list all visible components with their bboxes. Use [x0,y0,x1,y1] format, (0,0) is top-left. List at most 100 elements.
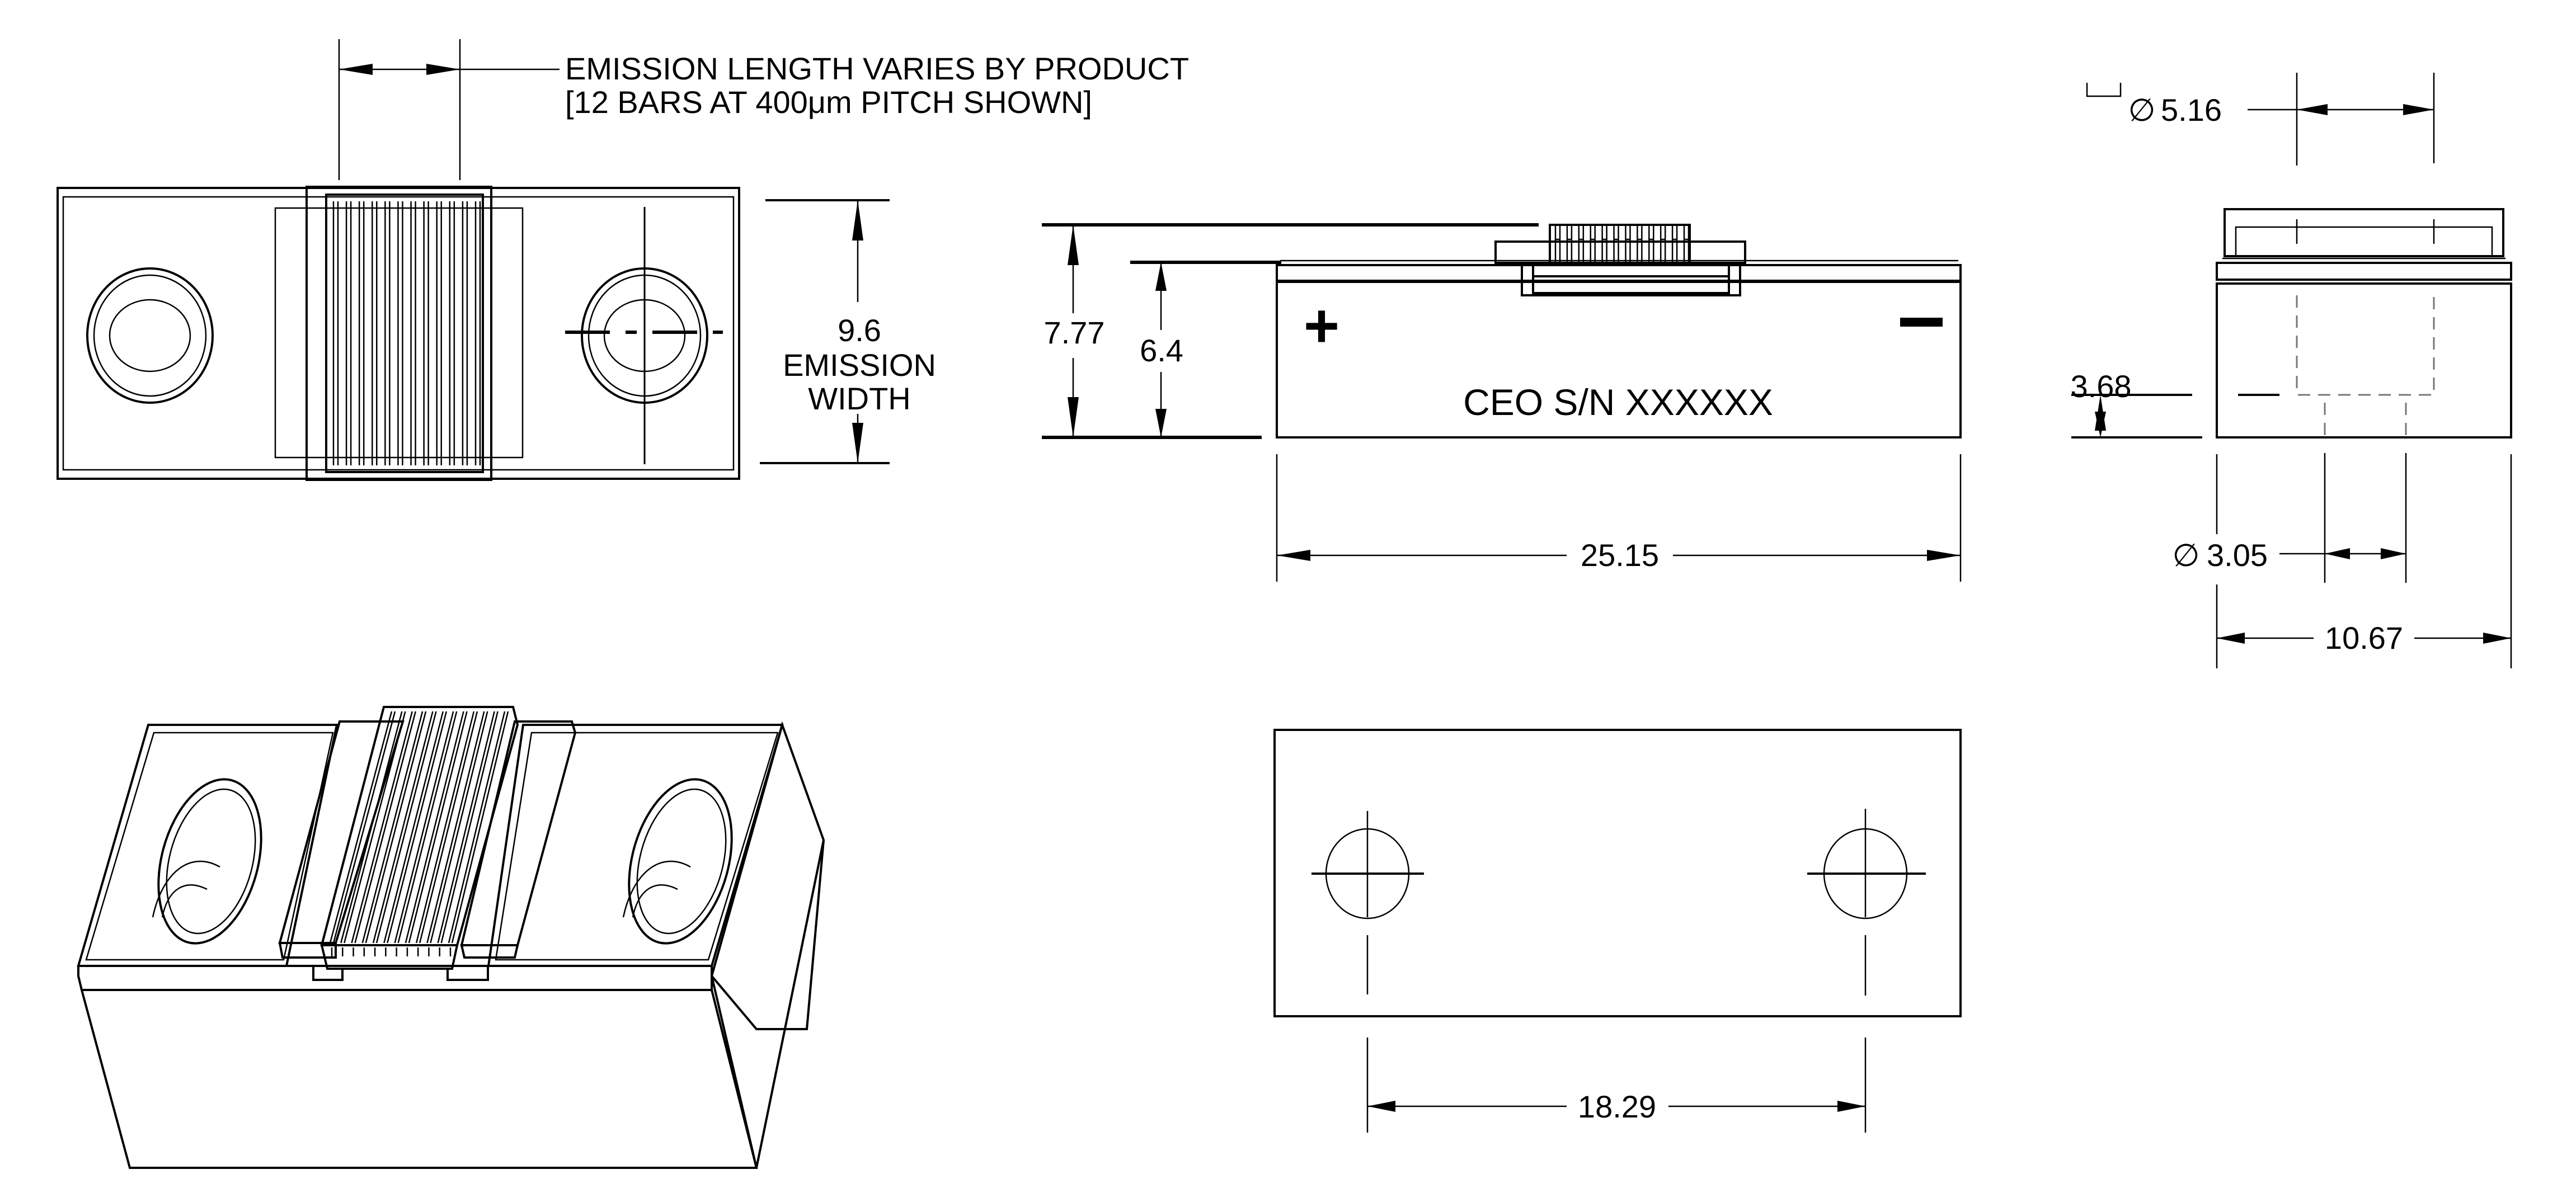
mounting-hole-counterbore [93,274,207,397]
arrowhead [1837,1101,1865,1112]
arrowhead [1155,262,1167,291]
laser-bar [448,711,506,944]
laser-bar [405,711,464,944]
laser-bar [426,711,485,944]
serial-number-label: CEO S/N XXXXXX [1463,381,1773,423]
package-body-end [2216,282,2512,438]
arrowhead [852,200,863,240]
arrowhead [1068,225,1079,265]
iso-hole-outer [628,778,733,945]
arrowhead [1367,1101,1395,1112]
laser-bars-iso [329,711,509,956]
arrowhead [2297,104,2328,115]
laser-bar [394,711,454,944]
emission-length-note-sub: [12 BARS AT 400μm PITCH SHOWN] [565,84,1092,120]
clamp-plate-right-edge [460,944,519,959]
bar-stack-end [2224,208,2504,257]
arrowhead [426,64,460,75]
top-plate [1276,264,1962,282]
iso-hole-inner [152,860,220,918]
bar-pedestal-inner [1532,264,1730,294]
edge [711,724,783,977]
laser-bar [383,711,444,944]
arrowhead [1277,550,1310,561]
iso-hole-counterbore [636,788,727,935]
arrowhead [2095,412,2106,437]
width-dimension: 10.67 [2325,620,2403,655]
laser-bar-edge [365,711,427,944]
counterbore-depth-dimension: 3.68 [2071,369,2132,404]
edge [755,840,825,1168]
clamp-plate-right [460,720,577,946]
package-inner-outline [62,196,735,471]
iso-hole-counterbore [166,788,256,935]
notch [446,966,489,981]
iso-hole-inner [632,884,678,918]
front-face [77,965,758,1169]
arrowhead [1927,550,1961,561]
top-plate-end [2216,262,2512,281]
clamp-block [1494,240,1746,264]
laser-bar [361,711,424,944]
top-face-left [77,724,339,967]
laser-bar-edge [375,711,437,944]
arrowhead [2381,548,2406,559]
laser-bars [332,201,481,465]
laser-bar-edge [344,711,406,944]
iso-hole-inner [622,860,691,918]
laser-bar [415,711,475,944]
bar-stack-end-inner [2235,226,2493,257]
mounting-hole-outer [86,267,214,404]
laser-bar-edge [419,711,478,944]
top-face-right-inner [495,732,779,961]
plus-terminal-symbol: + [1304,291,1339,360]
emission-length-note: EMISSION LENGTH VARIES BY PRODUCT [565,51,1189,86]
body-height-dimension: 6.4 [1140,333,1183,368]
arrowhead [1155,409,1167,437]
clamp-plate-left-edge [278,942,337,959]
laser-bars-side [1554,226,1690,263]
minus-terminal-symbol [1900,318,1943,327]
laser-bar-edge [451,711,509,944]
right-side-face [710,721,825,1030]
top-view: EMISSION LENGTH VARIES BY PRODUCT [12 BA… [57,39,1189,481]
length-dimension: 25.15 [1581,537,1659,573]
bottom-face [1273,729,1962,1017]
bar-stack-front [320,944,459,970]
arrowhead [2325,548,2350,559]
laser-bar-edge [408,711,468,944]
diameter-icon: ∅ [2173,537,2200,573]
arrowhead [339,64,373,75]
counterbore-icon [2086,83,2122,97]
bar-stack [325,194,484,473]
laser-bar [340,711,403,944]
clamp-plate [274,207,524,459]
laser-bar-edge [387,711,448,944]
arrowhead [2483,633,2511,644]
laser-bar [329,711,393,944]
counterbore-diameter-dimension: 5.16 [2161,92,2222,128]
bottom-view: 18.29 [1273,729,1962,1133]
laser-bar [351,711,413,944]
iso-hole-inner [161,884,208,918]
emission-width-label: EMISSION [783,347,936,383]
mounting-hole-inner [109,299,191,372]
arrowhead [2403,104,2434,115]
laser-bar-edge [430,711,488,944]
bar-stack-iso [320,706,519,946]
arrowhead [1068,397,1079,437]
overall-height-dimension: 7.77 [1044,315,1105,350]
front-view: 7.77 6.4 + CEO S/N XXXXXX 25.15 [1042,223,1962,582]
side-view: ∅ 5.16 3.68 ∅ 3.05 [2071,73,2512,668]
arrowhead [2217,633,2245,644]
diameter-icon: ∅ [2128,92,2156,128]
hidden-counterbore [2296,295,2435,396]
laser-bar [437,711,495,944]
arrowhead [852,423,863,463]
hole-spacing-dimension: 18.29 [1578,1089,1656,1124]
iso-hole-outer [157,778,262,945]
laser-bar-edge [332,711,396,944]
laser-bar-edge [354,711,416,944]
laser-bar [372,711,434,944]
